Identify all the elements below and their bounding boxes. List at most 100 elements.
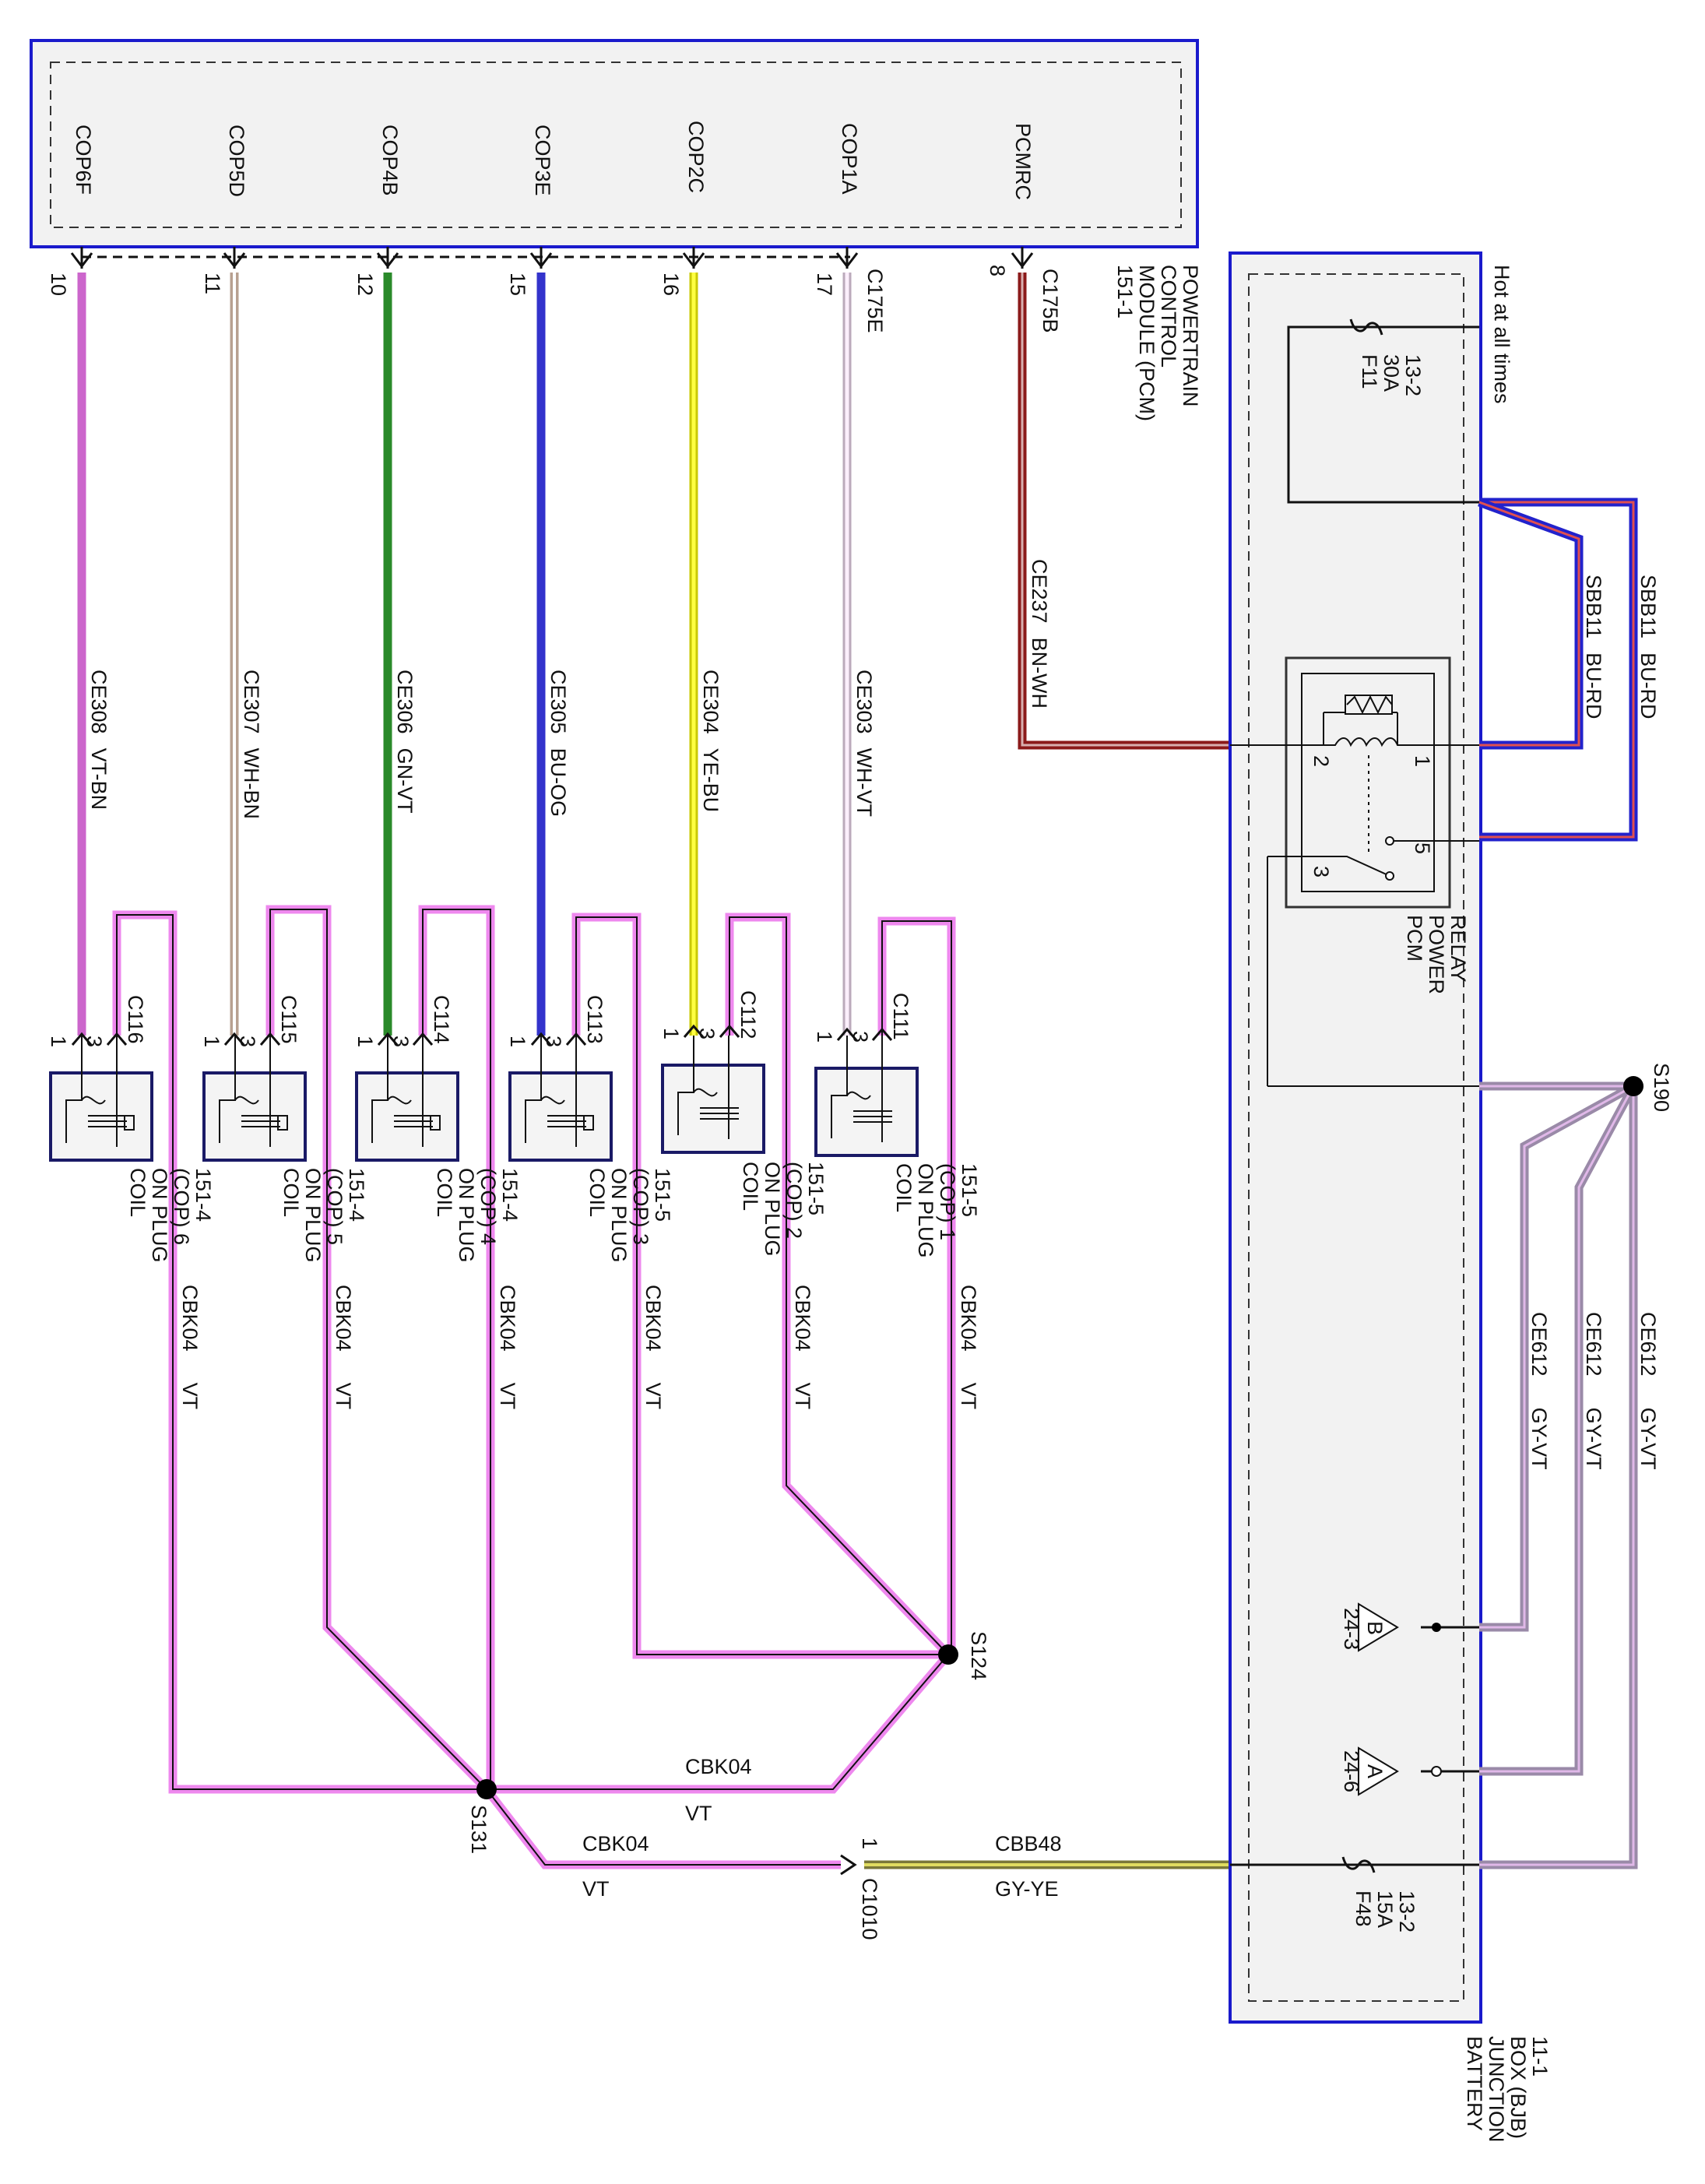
pcm-pin-number-8: 8 (986, 265, 1009, 276)
coil-label-6: COILON PLUG(COP) 6151-4 (126, 1168, 215, 1263)
connector-c175e: C175E (863, 269, 887, 333)
svg-text:CBK04VT: CBK04VT (496, 1285, 519, 1409)
wire-label-sbb11-inner: SBB11BU-RD (1582, 575, 1605, 719)
wire-label-ce305: CE305BU-OG (547, 670, 570, 817)
svg-text:1: 1 (506, 1036, 529, 1047)
relay-pin-2: 2 (1310, 755, 1333, 767)
relay-pin-5: 5 (1411, 842, 1434, 854)
coil-label-4: COILON PLUG(COP) 4151-4 (433, 1168, 522, 1263)
pcm-pin-name-cop4b: COP4B (378, 125, 402, 196)
bjb-outer (1229, 251, 1482, 2024)
wire-label-ce306: CE306GN-VT (393, 670, 417, 814)
pcm-pin-number-17: 17 (813, 273, 836, 296)
c1010-group: 1 C1010 CBB48 GY-YE (840, 1832, 1230, 1940)
coil-label-1: COILON PLUG(COP) 1151-5 (892, 1163, 981, 1258)
pcm-pin-number-10: 10 (47, 273, 70, 296)
signal-wires: CE308VT-BN CE307WH-BN CE306GN-VT CE305BU… (77, 273, 1230, 1036)
f48-fuse-icon (1341, 1856, 1376, 1873)
bjb-box: BATTERYJUNCTIONBOX (BJB)11-1 Hot at all … (1229, 251, 1673, 2143)
splice-label-s124: S124 (967, 1631, 990, 1680)
svg-text:1: 1 (813, 1031, 836, 1043)
splice-s190 (1623, 1076, 1643, 1096)
pcm-pin-name-cop5d: COP5D (225, 125, 248, 197)
f11-circuit (1287, 325, 1479, 504)
svg-text:3: 3 (849, 1031, 872, 1043)
wire-sbb11-outer (1479, 498, 1638, 842)
ground-wire-cop5 (265, 905, 490, 1792)
bjb-title: BATTERYJUNCTIONBOX (BJB)11-1 (1463, 2036, 1552, 2143)
coil-label-5: COILON PLUG(COP) 5151-4 (279, 1168, 368, 1263)
wire-ce612-f48 (1479, 1086, 1638, 1869)
relay-switch-icon (1267, 840, 1479, 1086)
ground-label-c1010-color: VT (582, 1877, 610, 1901)
coil-connector-c115: C115 (277, 995, 301, 1044)
svg-text:CBK04VT: CBK04VT (178, 1285, 202, 1409)
splice-label-s190: S190 (1650, 1063, 1673, 1112)
c1010-arrow (840, 1854, 857, 1876)
wire-label-ce307: CE307WH-BN (240, 670, 263, 819)
svg-text:3: 3 (236, 1036, 259, 1047)
coil-5 (202, 1036, 307, 1162)
svg-text:3: 3 (695, 1028, 719, 1039)
wire-ce612-a (1479, 1084, 1637, 1776)
svg-text:CBK04VT: CBK04VT (791, 1285, 814, 1409)
terminal-b-letter: B (1363, 1621, 1387, 1635)
svg-text:CBK04VT: CBK04VT (957, 1285, 980, 1409)
coil-2 (661, 1036, 765, 1154)
ground-label-horizontal-color: VT (685, 1802, 712, 1825)
wire-label-sbb11-outer: SBB11BU-RD (1636, 575, 1660, 719)
coil-4 (355, 1036, 459, 1162)
wire-label-ce237: CE237BN-WH (1028, 559, 1051, 709)
coil-connector-c111: C111 (889, 993, 912, 1040)
f11-label: F1130A13-2 (1358, 354, 1425, 396)
ground-wire-inner (116, 909, 952, 1866)
splice-s124 (938, 1644, 958, 1665)
wire-label-ce308: CE308VT-BN (87, 670, 111, 810)
terminal-a-icon (1358, 1746, 1399, 1796)
splices: S131 S124 (467, 1631, 990, 1854)
wire-label-ce612-1: CE612GY-VT (1527, 1312, 1551, 1470)
wire-label-ce304: CE304YE-BU (699, 670, 722, 812)
relay-coil-icon (1324, 737, 1479, 747)
relay-label: PCMPOWERRELAY (1403, 915, 1470, 994)
pcm-box (30, 39, 1199, 248)
ground-wire-cop2 (725, 913, 951, 1658)
svg-text:3: 3 (389, 1036, 413, 1047)
svg-text:3: 3 (542, 1036, 565, 1047)
ground-wires (112, 905, 956, 1869)
pcm-pin-name-cop3e: COP3E (531, 125, 554, 196)
pcm-inner-dashed (50, 62, 1182, 228)
relay-inner (1301, 673, 1435, 892)
ground-label-c1010-circuit: CBK04 (582, 1832, 649, 1855)
pcm-pin-name-pcmrc: PCMRC (1011, 123, 1035, 200)
wire-label-cbb48-color: GY-YE (995, 1877, 1059, 1901)
wire-ce612-b (1479, 1082, 1636, 1632)
coils: 1 3 1 3 1 3 1 3 1 3 1 3 C116 C115 C114 C… (47, 990, 981, 1263)
pcm-pin-name-cop2c: COP2C (684, 121, 708, 193)
coil-1 (814, 1036, 919, 1157)
c1010-pin: 1 (858, 1838, 881, 1849)
splice-s131 (476, 1779, 497, 1799)
pcm-pin-number-15: 15 (506, 273, 529, 296)
svg-text:1: 1 (47, 1036, 70, 1047)
bjb-hot-label: Hot at all times (1490, 265, 1513, 404)
terminal-a-ref: 24-6 (1340, 1750, 1363, 1792)
svg-text:CBK04VT: CBK04VT (332, 1285, 355, 1409)
pcm-pin-arrows (70, 247, 1034, 269)
coil-label-3: COILON PLUG(COP) 3151-5 (585, 1168, 674, 1263)
ground-label-horizontal-circuit: CBK04 (685, 1755, 752, 1778)
f48-label: F4815A13-2 (1352, 1890, 1418, 1933)
pcm-pin-number-11: 11 (201, 273, 224, 294)
svg-text:3: 3 (83, 1036, 106, 1047)
bjb-inner-dashed (1248, 273, 1464, 2002)
pcm-title: POWERTRAIN CONTROL MODULE (PCM) 151-1 (1113, 265, 1202, 427)
pcm-pin-number-16: 16 (659, 273, 683, 296)
terminal-b-ref: 24-3 (1340, 1608, 1363, 1650)
relay-pin-3: 3 (1310, 866, 1333, 877)
relay-pin-1: 1 (1411, 755, 1434, 767)
coil-pin-numbers: 1 3 1 3 1 3 1 3 1 3 1 3 (47, 1028, 872, 1047)
svg-text:1: 1 (200, 1036, 223, 1047)
wire-label-ce303: CE303WH-VT (852, 670, 876, 817)
coil-3 (508, 1036, 613, 1162)
